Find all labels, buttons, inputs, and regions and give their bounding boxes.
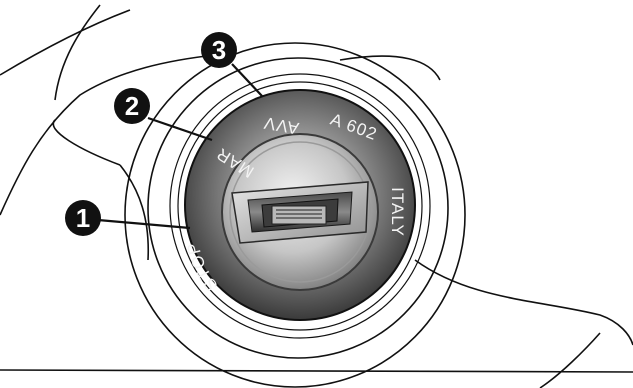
lock-inner-ring-groove — [229, 141, 371, 283]
callout-leaders — [97, 63, 263, 230]
callout-1: 1 — [65, 200, 101, 236]
label-country: ITALY — [388, 187, 407, 237]
svg-text:3: 3 — [212, 35, 226, 65]
outer-bezel — [124, 42, 466, 388]
callout-3: 3 — [201, 32, 237, 68]
svg-text:2: 2 — [125, 91, 139, 121]
callout-2: 2 — [114, 88, 150, 124]
key-slot — [231, 181, 369, 244]
svg-text:1: 1 — [76, 203, 90, 233]
background-line-art — [0, 4, 633, 388]
